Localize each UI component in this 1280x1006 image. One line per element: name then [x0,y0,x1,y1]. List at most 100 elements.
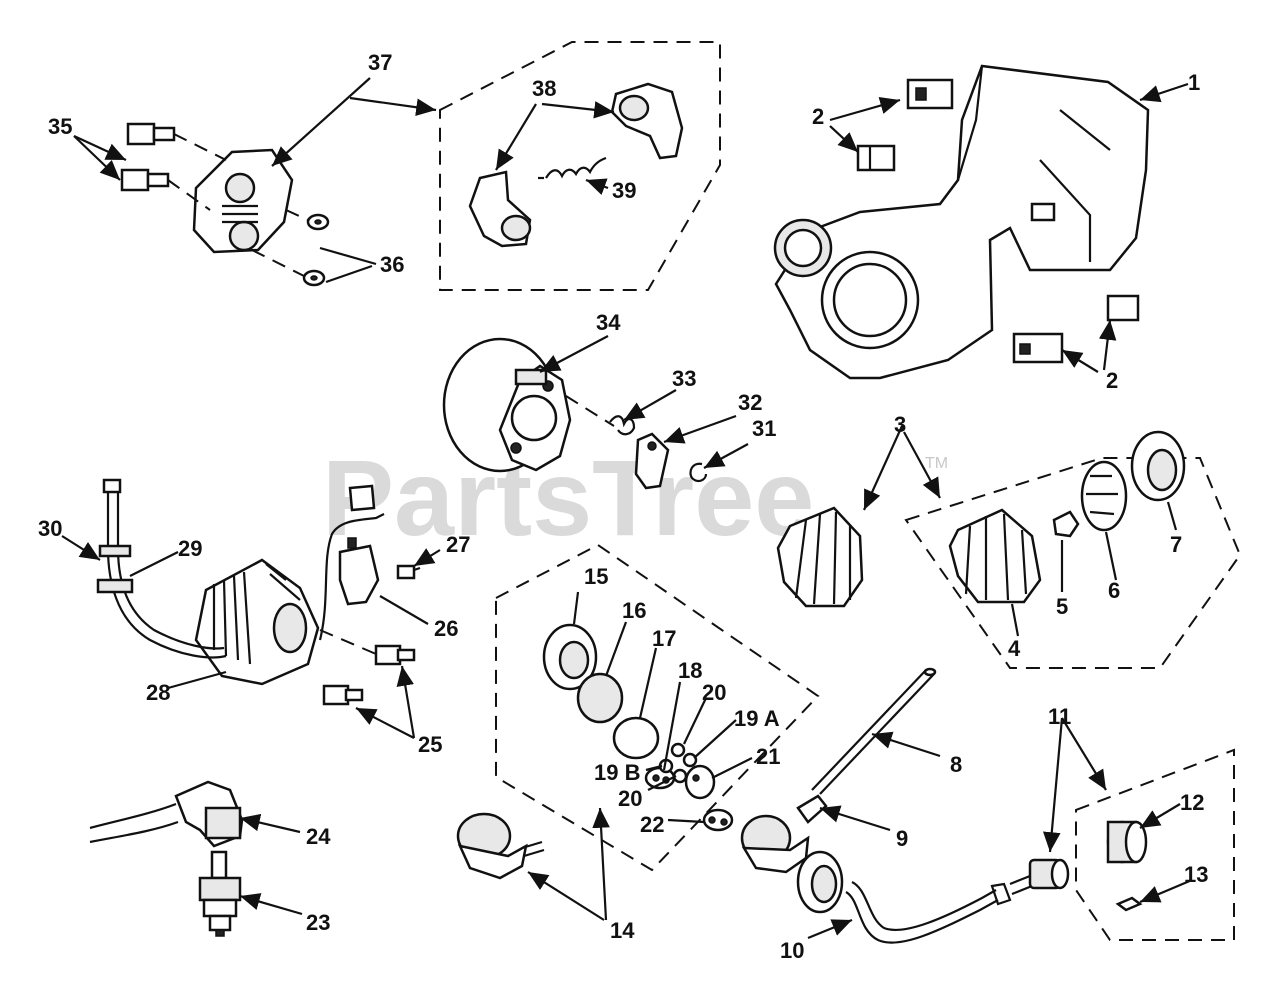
callout-29: 29 [178,536,202,561]
callout-19a: 19 A [734,706,780,731]
cap-gasket [1080,460,1128,532]
clutch-washer-lower [302,269,326,287]
clutch-spring [538,156,607,180]
callout-5: 5 [1056,594,1068,619]
primer-bulb-retainer [542,623,598,691]
stop-switch [338,537,380,606]
module-screw-upper [374,644,416,666]
callout-33: 33 [672,366,696,391]
module-guide-line [319,629,377,655]
clutch-bolt-upper [126,122,176,146]
washer-guide-line-b [251,249,305,277]
callout-13: 13 [1184,862,1208,887]
callout-18: 18 [678,658,702,683]
callout-16: 16 [622,598,646,623]
ignition-wire [96,478,227,659]
callout-26: 26 [434,616,458,641]
callout-30: 30 [38,516,62,541]
fuel-cap-shell [948,508,1042,604]
spark-plug [198,850,242,937]
callout-21: 21 [756,744,780,769]
callout-15: 15 [584,564,608,589]
callout-27: 27 [446,532,470,557]
retaining-clip [689,462,708,483]
primer-assembly [456,812,545,880]
callout-28: 28 [146,680,170,705]
starter-pawl [634,432,670,490]
callout-36: 36 [380,252,404,277]
primer-ball-upper [670,742,686,758]
callout-38: 38 [532,76,556,101]
callout-37: 37 [368,50,392,75]
fuel-cap [776,506,864,608]
grommet-clip-bottom-b [1012,332,1064,364]
fuel-line [811,667,937,795]
watermark-text: PartsTree [322,437,814,558]
fuel-tank-grommet [1130,430,1186,502]
bolt-guide-line-b [167,179,211,211]
callout-39: 39 [612,178,636,203]
fuel-tank-grommet-10 [796,850,844,914]
callout-17: 17 [652,626,676,651]
callout-8: 8 [950,752,962,777]
tank-cap-group-outline [904,457,1242,669]
callout-2-bottom: 2 [1106,368,1118,393]
spark-plug-boot [89,780,244,848]
callout-11: 11 [1048,704,1071,729]
callout-10: 10 [780,938,804,963]
primer-ball-19a [682,752,698,768]
callout-23: 23 [306,910,330,935]
callout-31: 31 [752,416,776,441]
callout-19b: 19 B [594,760,640,785]
stop-switch-lead [318,484,385,641]
filter-element [1106,820,1148,864]
primer-gasket [702,808,734,832]
clutch-assembly [192,148,294,254]
callout-34: 34 [596,310,621,335]
callout-22: 22 [640,812,664,837]
fuel-pickup-hose [845,881,1012,944]
fuel-filter [1009,858,1070,896]
primer-bulb-group-outline [495,543,820,872]
callout-32: 32 [738,390,762,415]
callout-6: 6 [1108,578,1120,603]
grommet-clip-top-a [906,78,954,110]
callout-1: 1 [1188,70,1200,95]
callout-24: 24 [306,824,331,849]
flywheel [442,337,572,473]
callout-9: 9 [896,826,908,851]
callout-4: 4 [1008,636,1021,661]
washer-guide-line-a [285,209,309,221]
callout-20-upper: 20 [702,680,726,705]
clutch-bolt-lower [120,168,170,192]
fuel-filter-group-outline [1075,748,1235,941]
clutch-washer-upper [306,213,330,231]
fuel-tank-housing [773,64,1150,380]
callout-2-top: 2 [812,104,824,129]
callout-3: 3 [894,412,906,437]
grommet-clip-top-b [856,144,896,172]
callout-7: 7 [1170,532,1182,557]
callout-20-lower: 20 [618,786,642,811]
primer-check-valve [684,764,716,800]
callout-35: 35 [48,114,72,139]
switch-screw [396,564,421,580]
leader-lines [61,77,1193,940]
ignition-module [194,558,320,686]
primer-diaphragm [612,716,660,760]
callout-12: 12 [1180,790,1204,815]
grommet-clip-bottom-a [1106,294,1140,322]
clutch-shoe-left [468,170,532,248]
bolt-guide-line-a [173,133,227,161]
module-screw-lower [322,684,364,706]
cap-retainer [1052,510,1080,538]
watermark-tm: TM [925,455,948,472]
clutch-shoe-right [610,82,684,160]
primer-bulb [576,672,624,724]
callout-25: 25 [418,732,442,757]
callout-14: 14 [610,918,635,943]
callout-labels: 1 2 2 3 4 5 6 7 8 9 10 11 12 13 14 15 16… [38,50,1208,963]
clutch-shoe-group-outline [439,41,721,291]
filter-pin [1115,896,1143,912]
